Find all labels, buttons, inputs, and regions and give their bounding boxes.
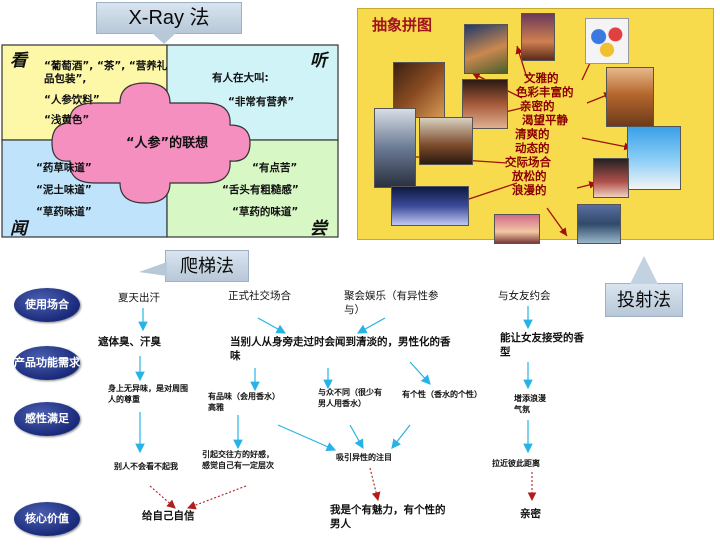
smell-item-1: “药草味道” xyxy=(36,162,92,174)
taste-item-2: “舌头有粗糙感” xyxy=(222,184,299,196)
taste-item-3: “草药的味道” xyxy=(232,206,299,218)
collage-word-8: 放松的 xyxy=(512,169,547,183)
corner-smell: 闻 xyxy=(10,219,27,239)
consequence-closeness: 拉近彼此距离 xyxy=(492,459,540,468)
see-item-3: “浅黄色” xyxy=(44,114,90,126)
collage-word-5: 清爽的 xyxy=(515,127,550,141)
consequence-attract: 吸引异性的注目 xyxy=(336,453,392,462)
collage-photo-12 xyxy=(494,214,540,244)
xray-banner-tail xyxy=(150,31,178,44)
collage-word-2: 色彩丰富的 xyxy=(516,85,574,99)
ladder-banner-tail xyxy=(139,262,167,276)
need-girlfriend-scent: 能让女友接受的香型 xyxy=(500,332,584,358)
emotional-taste: 有品味（会用香水）高雅 xyxy=(208,392,280,412)
collage-photo-5 xyxy=(585,18,629,64)
collage-photo-11 xyxy=(391,186,469,226)
collage-photo-7 xyxy=(419,117,473,165)
emotional-unique: 与众不同（很少有男人用香水） xyxy=(318,388,382,408)
xray-title-banner: X-Ray 法 xyxy=(96,2,242,34)
smell-item-3: “草药味道” xyxy=(36,206,92,218)
see-item-2: “人参饮料” xyxy=(44,94,100,106)
xray-puzzle xyxy=(1,44,339,238)
need-light-scent: 当别人从身旁走过时会闻到清淡的，男性化的香味 xyxy=(230,336,451,362)
ladder-title: 爬梯法 xyxy=(180,256,234,276)
occasion-formal-social: 正式社交场合 xyxy=(228,290,291,302)
emotional-respect: 身上无异味，是对周围人的尊重 xyxy=(108,384,188,404)
puzzle-center xyxy=(51,82,251,204)
value-confidence: 给自己自信 xyxy=(142,510,195,522)
collage-word-6: 动态的 xyxy=(515,141,550,155)
projection-banner-tail xyxy=(630,256,658,284)
consequence-not-despised: 别人不会看不起我 xyxy=(114,462,178,471)
taste-item-1: “有点苦” xyxy=(252,162,298,174)
collage-photo-13 xyxy=(577,204,621,244)
hear-item-2: “非常有营养” xyxy=(228,96,295,108)
collage-photo-9 xyxy=(627,126,681,190)
collage-photo-2 xyxy=(464,24,508,74)
collage-photo-10 xyxy=(593,158,629,198)
corner-hear: 听 xyxy=(310,51,327,71)
occasion-summer-sweat: 夏天出汗 xyxy=(118,292,160,304)
occasion-date: 与女友约会 xyxy=(498,290,551,302)
value-charm: 我是个有魅力，有个性的男人 xyxy=(330,504,446,530)
corner-taste: 尝 xyxy=(310,219,327,239)
emotional-romance: 增添浪漫气氛 xyxy=(514,394,546,414)
collage-word-7: 交际场合 xyxy=(505,155,551,169)
center-label: “人参”的联想 xyxy=(126,136,209,151)
smell-item-2: “泥土味道” xyxy=(36,184,92,196)
consequence-favorable: 引起交往方的好感，感觉自己有一定层次 xyxy=(202,450,274,470)
ladder-title-banner: 爬梯法 xyxy=(165,250,249,282)
need-cover-odor: 遮体臭、汗臭 xyxy=(98,336,161,348)
row-label-value: 核心价值 xyxy=(14,502,80,536)
row-label-occasion: 使用场合 xyxy=(14,288,80,322)
collage-word-9: 浪漫的 xyxy=(512,183,547,197)
projection-title: 投射法 xyxy=(617,290,671,310)
xray-title: X-Ray 法 xyxy=(128,7,210,29)
row-label-need: 产品功能需求 xyxy=(14,346,80,380)
occasion-party: 聚会娱乐（有异性参与） xyxy=(344,290,439,316)
projection-title-banner: 投射法 xyxy=(605,283,683,317)
hear-item-1: 有人在大叫: xyxy=(212,72,269,84)
collage-word-3: 亲密的 xyxy=(520,99,555,113)
collage-photo-4 xyxy=(521,13,555,61)
collage-photo-8 xyxy=(374,108,416,188)
row-label-emotional: 感性满足 xyxy=(14,402,80,436)
corner-see: 看 xyxy=(10,51,27,71)
emotional-personality: 有个性（香水的个性） xyxy=(402,390,482,399)
value-intimacy: 亲密 xyxy=(520,508,541,520)
see-item-1: “葡萄酒”, “茶”, “营养礼品包装”, xyxy=(44,60,168,86)
collage-word-1: 文雅的 xyxy=(524,71,559,85)
collage-photo-6 xyxy=(606,67,654,127)
collage-title: 抽象拼图 xyxy=(372,16,433,34)
collage-word-4: 渴望平静 xyxy=(522,113,568,127)
